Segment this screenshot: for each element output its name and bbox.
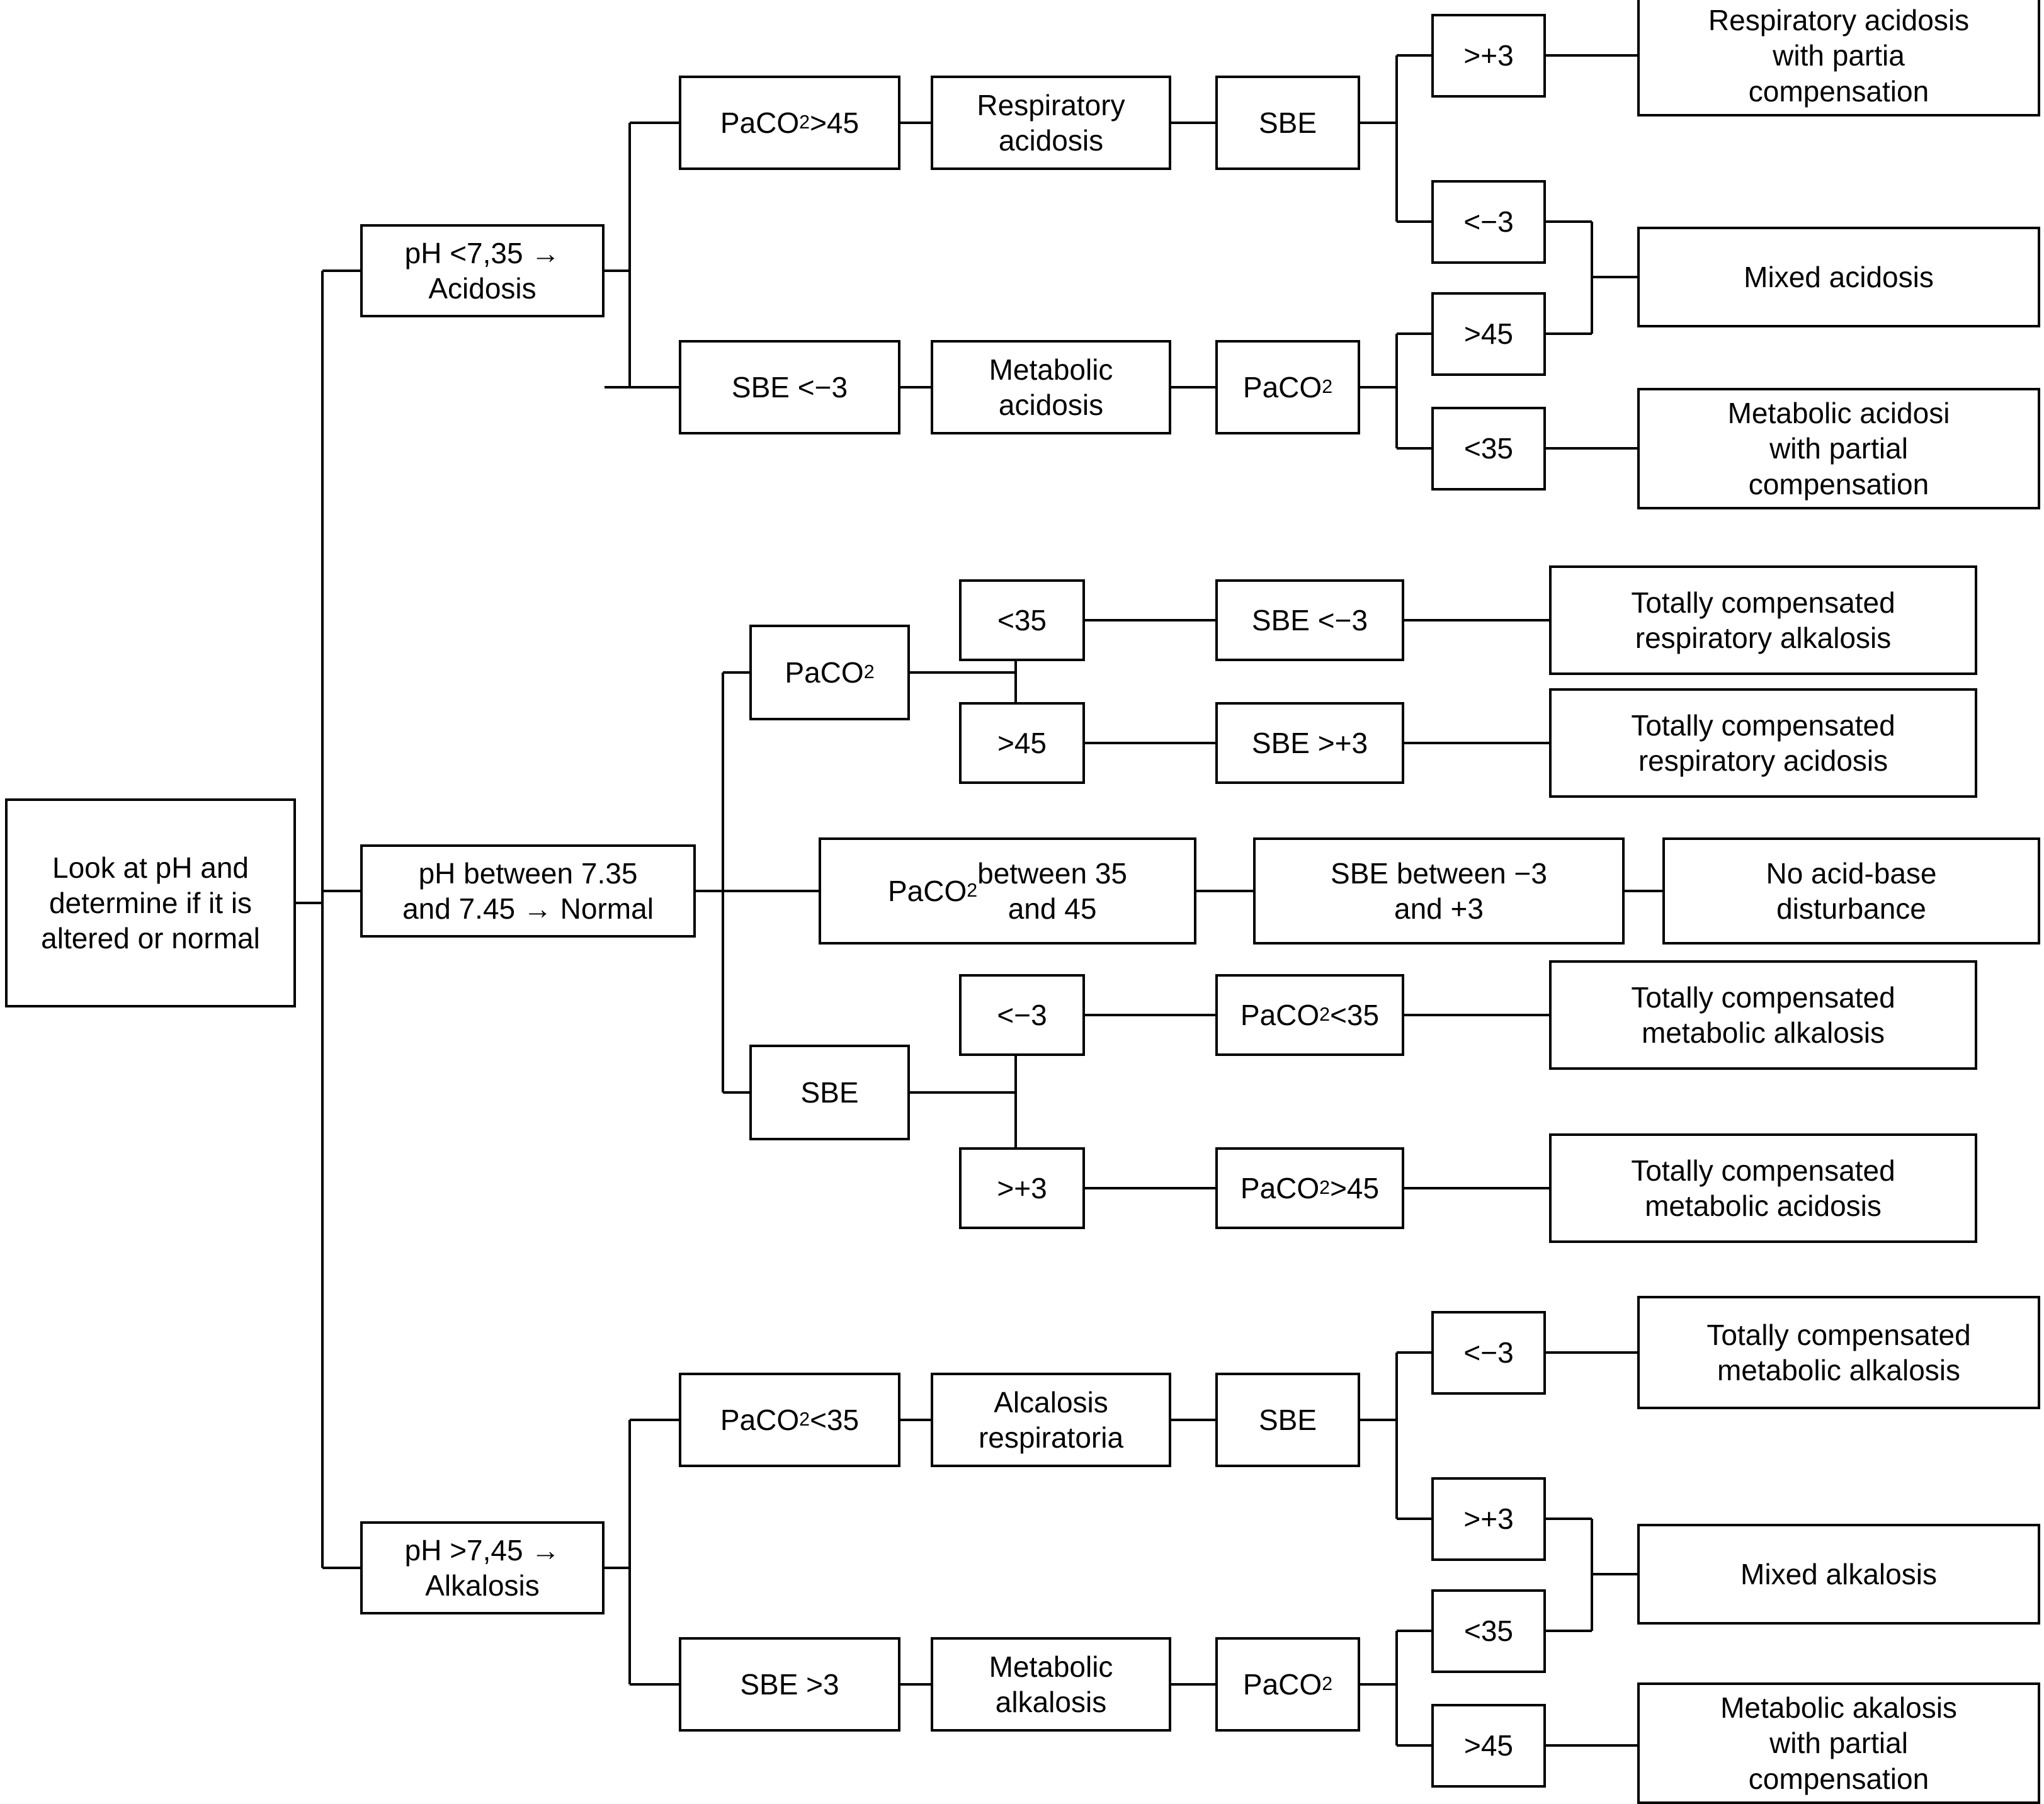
node-acid-respiratory-acidosis[interactable]: Respiratory acidosis: [931, 76, 1171, 170]
node-result-alk-totally-comp-met-alkalosis[interactable]: Totally compensated metabolic alkalosis: [1637, 1296, 2040, 1409]
node-norm-sbe-neg[interactable]: <−3: [959, 974, 1085, 1056]
node-acid-sbe-lt-minus3[interactable]: <−3: [1431, 180, 1546, 264]
node-alk-sbe-pos[interactable]: >+3: [1431, 1477, 1546, 1561]
node-result-mixed-alkalosis[interactable]: Mixed alkalosis: [1637, 1524, 2040, 1625]
node-result-metabolic-akalosis-partial[interactable]: Metabolic akalosis with partial compensa…: [1637, 1682, 2040, 1804]
node-result-no-disturbance[interactable]: No acid-base disturbance: [1662, 837, 2040, 945]
node-result-totally-comp-resp-acidosis[interactable]: Totally compensated respiratory acidosis: [1549, 688, 1977, 798]
node-norm-paco2-gt45[interactable]: >45: [959, 702, 1085, 784]
node-result-mixed-acidosis[interactable]: Mixed acidosis: [1637, 227, 2040, 327]
node-alk-paco2-lt35b[interactable]: <35: [1431, 1589, 1546, 1673]
node-result-totally-comp-met-acidosis[interactable]: Totally compensated metabolic acidosis: [1549, 1133, 1977, 1243]
node-alk-metabolic-alkalosis[interactable]: Metabolic alkalosis: [931, 1637, 1171, 1732]
node-norm-sbe-between-minus3-plus3[interactable]: SBE between −3 and +3: [1253, 837, 1625, 945]
node-alk-sbe-gt3[interactable]: SBE >3: [679, 1637, 900, 1732]
node-alk-sbe-neg[interactable]: <−3: [1431, 1311, 1546, 1395]
node-acid-paco2-gt45b[interactable]: >45: [1431, 292, 1546, 376]
node-root[interactable]: Look at pH and determine if it is altere…: [5, 798, 296, 1007]
node-ph-acidosis[interactable]: pH <7,35 → Acidosis: [360, 224, 605, 317]
node-result-respiratory-acidosis-partial[interactable]: Respiratory acidosis with partia compens…: [1637, 0, 2040, 116]
node-acid-paco2-lt35[interactable]: <35: [1431, 407, 1546, 491]
node-result-metabolic-acidosis-partial[interactable]: Metabolic acidosi with partial compensat…: [1637, 388, 2040, 509]
node-result-totally-comp-resp-alkalosis[interactable]: Totally compensated respiratory alkalosi…: [1549, 565, 1977, 675]
node-alk-sbe[interactable]: SBE: [1215, 1373, 1360, 1467]
node-norm-paco2-lt35[interactable]: <35: [959, 579, 1085, 661]
node-ph-alkalosis[interactable]: pH >7,45 → Alkalosis: [360, 1521, 605, 1614]
node-norm-sbe-gt-plus3[interactable]: SBE >+3: [1215, 702, 1404, 784]
node-acid-metabolic-acidosis[interactable]: Metabolic acidosis: [931, 340, 1171, 434]
node-ph-normal[interactable]: pH between 7.35 and 7.45 → Normal: [360, 844, 696, 938]
node-norm-sbe-pos[interactable]: >+3: [959, 1147, 1085, 1229]
node-acid-sbe-gt-plus3[interactable]: >+3: [1431, 14, 1546, 98]
node-alk-alcalosis-respiratoria[interactable]: Alcalosis respiratoria: [931, 1373, 1171, 1467]
node-alk-paco2-gt45[interactable]: >45: [1431, 1704, 1546, 1788]
node-norm-sbe-lt-minus3[interactable]: SBE <−3: [1215, 579, 1404, 661]
node-acid-sbe-lt-minus3-branch[interactable]: SBE <−3: [679, 340, 900, 434]
node-result-totally-comp-met-alkalosis[interactable]: Totally compensated metabolic alkalosis: [1549, 960, 1977, 1070]
node-norm-sbe[interactable]: SBE: [749, 1045, 910, 1140]
node-acid-sbe[interactable]: SBE: [1215, 76, 1360, 170]
